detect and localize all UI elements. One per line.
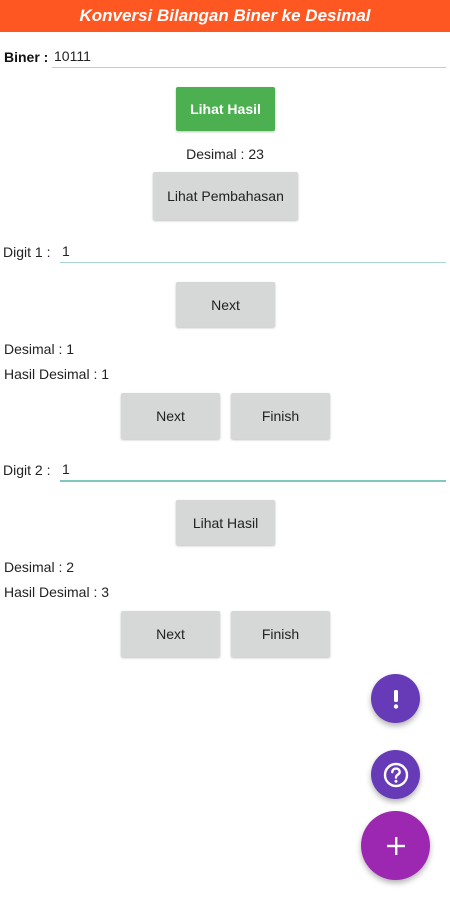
info-fab[interactable] bbox=[371, 674, 420, 723]
digit-1-label: Digit 1 : bbox=[3, 244, 51, 260]
digit-2-label: Digit 2 : bbox=[3, 462, 51, 478]
step2-finish-button[interactable]: Finish bbox=[231, 611, 330, 657]
digit-1-input[interactable]: 1 bbox=[60, 240, 446, 263]
step1-hasil-desimal: Hasil Desimal : 1 bbox=[4, 366, 110, 382]
step2-next-button[interactable]: Next bbox=[121, 611, 220, 657]
biner-label: Biner : bbox=[4, 49, 49, 65]
step1-desimal: Desimal : 1 bbox=[4, 341, 75, 357]
lihat-hasil-button[interactable]: Lihat Hasil bbox=[176, 87, 275, 131]
step1-next2-button[interactable]: Next bbox=[121, 393, 220, 439]
digit-2-input[interactable]: 1 bbox=[60, 458, 446, 482]
step2-desimal: Desimal : 2 bbox=[4, 559, 75, 575]
step2-hasil-desimal: Hasil Desimal : 3 bbox=[4, 584, 110, 600]
step1-next-button[interactable]: Next bbox=[176, 282, 275, 327]
add-fab[interactable] bbox=[361, 811, 430, 880]
step1-finish-button[interactable]: Finish bbox=[231, 393, 330, 439]
step2-lihat-hasil-button[interactable]: Lihat Hasil bbox=[176, 500, 275, 545]
app-title: Konversi Bilangan Biner ke Desimal bbox=[79, 6, 371, 25]
help-fab[interactable] bbox=[371, 750, 420, 799]
question-circle-icon bbox=[383, 762, 408, 787]
app-title-bar: Konversi Bilangan Biner ke Desimal bbox=[0, 0, 450, 32]
biner-input[interactable]: 10111 bbox=[52, 45, 446, 68]
desimal-result: Desimal : 23 bbox=[186, 146, 264, 162]
lihat-pembahasan-button[interactable]: Lihat Pembahasan bbox=[153, 172, 298, 220]
exclamation-icon bbox=[393, 689, 398, 709]
plus-icon bbox=[386, 836, 405, 855]
